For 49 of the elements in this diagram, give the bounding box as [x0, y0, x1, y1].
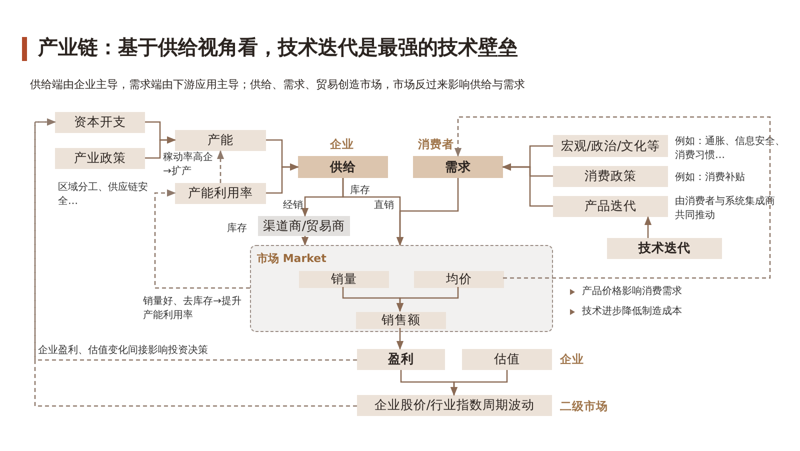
group-label: 二级市场	[560, 399, 608, 414]
process-box: 估值	[462, 349, 552, 370]
note-label: 库存	[350, 184, 370, 198]
edge-label: 企业盈利、估值变化间接影响投资决策	[38, 344, 208, 358]
note-label: 库存	[227, 222, 247, 236]
process-box: 产业政策	[55, 148, 145, 169]
arrow	[396, 287, 459, 312]
subtitle: 供给端由企业主导，需求端由下游应用主导；供给、需求、贸易创造市场，市场反过来影响供给与需求	[30, 77, 525, 92]
process-box: 企业股价/行业指数周期波动	[357, 395, 552, 416]
process-box: 产品迭代	[553, 196, 668, 217]
edge-label: 直销	[374, 199, 394, 212]
group-label: 企业	[560, 352, 584, 367]
side-note: 由消费者与系统集成商共同推动	[675, 195, 775, 222]
process-box: 资本开支	[55, 112, 145, 133]
process-box: 销售额	[356, 312, 446, 329]
arrow	[450, 370, 508, 396]
process-box: 均价	[414, 271, 504, 288]
edge-label: 销量好、去库存→提升产能利用率	[143, 295, 243, 322]
title: 产业链：基于供给视角看，技术迭代是最强的技术壁垒	[38, 34, 518, 61]
side-note: 区域分工、供应链安全…	[58, 181, 149, 208]
process-box: 宏观/政治/文化等	[553, 135, 668, 157]
process-box: 产能利用率	[175, 183, 266, 204]
bullet-text: 产品价格影响消费需求	[582, 285, 682, 298]
process-box: 销量	[299, 271, 389, 288]
group-label: 企业	[330, 137, 354, 152]
arrow	[396, 328, 404, 350]
arrow	[145, 136, 176, 159]
dashed-feedback-arrow	[34, 118, 357, 407]
arrow	[266, 163, 299, 194]
bullet-text: 技术进步降低制造成本	[582, 305, 682, 318]
market-panel	[250, 245, 553, 332]
edge-label: 经销	[283, 199, 303, 212]
process-box: 消费政策	[553, 166, 668, 187]
arrow	[644, 216, 652, 238]
channel-box: 渠道商/贸易商	[258, 216, 350, 236]
process-box: 需求	[413, 156, 503, 178]
dashed-feedback-arrow	[454, 116, 771, 279]
arrow	[301, 236, 309, 246]
process-box: 技术迭代	[607, 238, 722, 259]
arrow	[502, 163, 553, 207]
process-box: 盈利	[357, 349, 445, 370]
process-box: 产能	[175, 130, 266, 151]
side-note: 例如：消费补贴	[675, 171, 746, 184]
dashed-feedback-arrow	[216, 150, 224, 183]
panel-heading: 市场 Market	[257, 251, 326, 266]
arrow	[396, 178, 459, 246]
dashed-feedback-arrow	[154, 189, 250, 289]
process-box: 供给	[298, 156, 388, 178]
group-label: 消费者	[418, 137, 454, 152]
